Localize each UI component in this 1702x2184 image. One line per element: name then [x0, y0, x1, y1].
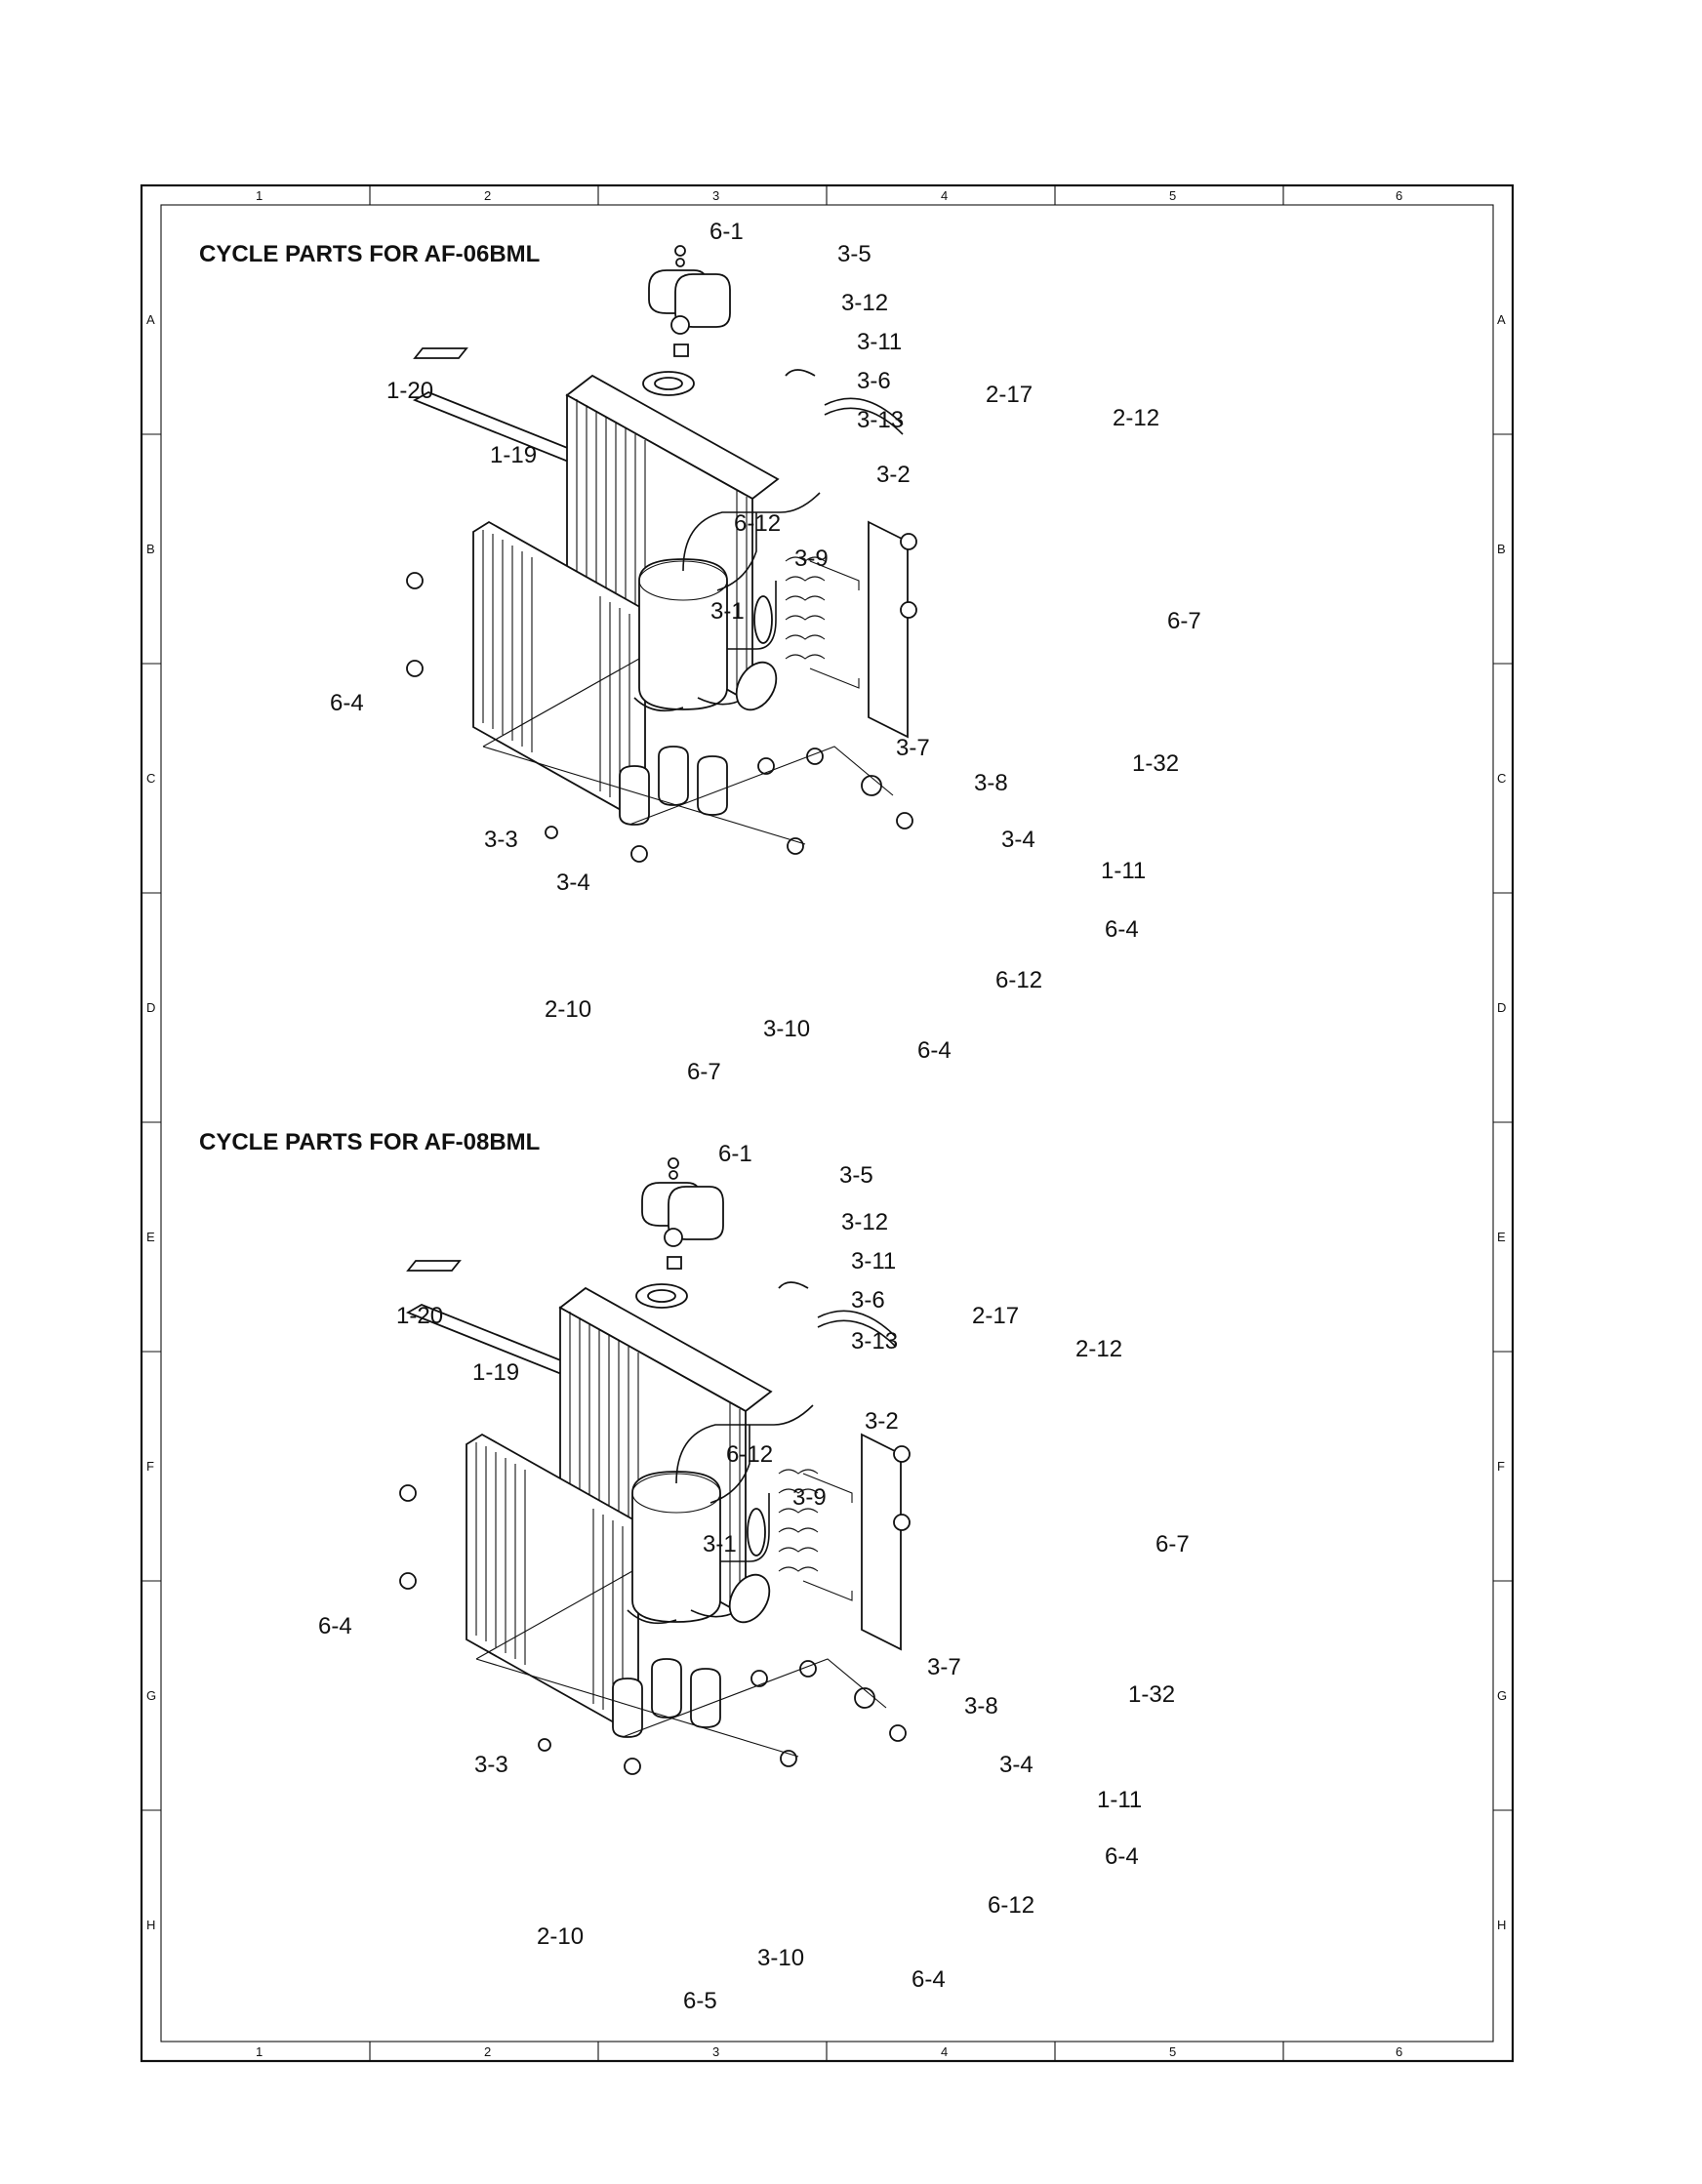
- exploded-view-drawing: [406, 245, 917, 863]
- part-label: 2-10: [537, 1923, 584, 1950]
- part-label: 3-1: [703, 1531, 737, 1557]
- part-label: 3-9: [794, 546, 829, 572]
- col-label-top: 6: [1396, 188, 1402, 203]
- part-label: 3-10: [763, 1016, 810, 1042]
- part-label: 2-10: [545, 996, 591, 1023]
- row-label-left: C: [146, 771, 155, 786]
- part-label: 2-17: [986, 382, 1033, 408]
- col-label-top: 2: [484, 188, 491, 203]
- part-label: 1-20: [396, 1303, 443, 1329]
- part-label: 3-3: [474, 1752, 508, 1778]
- part-label: 2-12: [1075, 1336, 1122, 1362]
- part-label: 6-4: [912, 1966, 946, 1993]
- section-title: CYCLE PARTS FOR AF-06BML: [199, 241, 540, 267]
- part-label: 6-12: [988, 1892, 1034, 1919]
- col-label-bottom: 3: [712, 2044, 719, 2059]
- row-label-right: E: [1497, 1230, 1506, 1244]
- part-label: 1-19: [472, 1359, 519, 1386]
- section-title: CYCLE PARTS FOR AF-08BML: [199, 1129, 540, 1155]
- col-label-top: 5: [1169, 188, 1176, 203]
- part-label: 3-6: [857, 368, 891, 394]
- row-label-left: F: [146, 1459, 154, 1474]
- part-label: 3-10: [757, 1945, 804, 1971]
- part-label: 6-4: [917, 1037, 952, 1064]
- row-label-right: C: [1497, 771, 1506, 786]
- callout-labels: 6-1 3-5 3-12 3-11 3-6 3-13 1-20 1-19 2-1…: [318, 1141, 1190, 2014]
- part-label: 3-7: [927, 1654, 961, 1680]
- col-label-top: 1: [256, 188, 263, 203]
- row-label-left: G: [146, 1688, 156, 1703]
- part-label: 2-17: [972, 1303, 1019, 1329]
- row-label-left: A: [146, 312, 155, 327]
- part-label: 1-11: [1097, 1787, 1142, 1813]
- row-label-right: G: [1497, 1688, 1507, 1703]
- part-label: 1-11: [1101, 858, 1146, 884]
- drawing-frame: 1 2 3 4 5 6 1 2 3 4 5 6 A B C D E F G H …: [140, 183, 1515, 2063]
- part-label: 6-4: [1105, 916, 1139, 943]
- part-label: 3-12: [841, 1209, 888, 1235]
- part-label: 3-9: [792, 1484, 827, 1511]
- part-label: 6-1: [718, 1141, 752, 1167]
- part-label: 6-7: [687, 1059, 721, 1085]
- row-label-left: B: [146, 542, 155, 556]
- part-label: 2-12: [1113, 405, 1159, 431]
- part-label: 1-32: [1132, 750, 1179, 777]
- col-label-top: 3: [712, 188, 719, 203]
- col-label-bottom: 5: [1169, 2044, 1176, 2059]
- section-af06bml: CYCLE PARTS FOR AF-06BML 6-1 3-5 3-12 3-…: [199, 219, 1201, 1085]
- part-label: 6-4: [330, 690, 364, 716]
- part-label: 6-7: [1167, 608, 1201, 634]
- row-label-right: F: [1497, 1459, 1505, 1474]
- part-label: 3-4: [1001, 827, 1035, 853]
- callout-labels: 6-1 3-5 3-12 3-11 3-6 3-13 1-20 1-19 2-1…: [330, 219, 1201, 1085]
- part-label: 1-20: [386, 378, 433, 404]
- part-label: 3-13: [857, 407, 904, 433]
- part-label: 3-6: [851, 1287, 885, 1314]
- part-label: 3-8: [964, 1693, 998, 1719]
- part-label: 3-4: [556, 870, 590, 896]
- row-label-right: H: [1497, 1918, 1506, 1932]
- part-label: 3-5: [839, 1162, 873, 1189]
- part-label: 3-2: [865, 1408, 899, 1435]
- part-label: 3-3: [484, 827, 518, 853]
- part-label: 3-1: [710, 598, 745, 625]
- part-label: 6-12: [734, 510, 781, 537]
- col-label-bottom: 2: [484, 2044, 491, 2059]
- section-af08bml: CYCLE PARTS FOR AF-08BML 6-1 3-5 3-12 3-…: [199, 1129, 1190, 2014]
- row-label-right: D: [1497, 1000, 1506, 1015]
- part-label: 3-8: [974, 770, 1008, 796]
- row-label-left: H: [146, 1918, 155, 1932]
- part-label: 3-12: [841, 290, 888, 316]
- col-label-bottom: 6: [1396, 2044, 1402, 2059]
- row-label-left: D: [146, 1000, 155, 1015]
- row-label-right: A: [1497, 312, 1506, 327]
- part-label: 3-5: [837, 241, 871, 267]
- part-label: 6-1: [709, 219, 744, 245]
- part-label: 6-7: [1155, 1531, 1190, 1557]
- col-label-bottom: 1: [256, 2044, 263, 2059]
- col-label-top: 4: [941, 188, 948, 203]
- row-label-left: E: [146, 1230, 155, 1244]
- col-label-bottom: 4: [941, 2044, 948, 2059]
- part-label: 1-32: [1128, 1681, 1175, 1708]
- part-label: 1-19: [490, 442, 537, 468]
- part-label: 3-4: [999, 1752, 1033, 1778]
- part-label: 3-11: [851, 1248, 896, 1274]
- part-label: 3-11: [857, 329, 902, 355]
- part-label: 3-13: [851, 1328, 898, 1355]
- part-label: 6-12: [726, 1441, 773, 1468]
- part-label: 6-5: [683, 1988, 717, 2014]
- exploded-view-drawing: [399, 1157, 911, 1775]
- part-label: 6-4: [318, 1613, 352, 1639]
- part-label: 6-4: [1105, 1843, 1139, 1870]
- row-label-right: B: [1497, 542, 1506, 556]
- part-label: 3-2: [876, 462, 911, 488]
- part-label: 3-7: [896, 735, 930, 761]
- part-label: 6-12: [995, 967, 1042, 993]
